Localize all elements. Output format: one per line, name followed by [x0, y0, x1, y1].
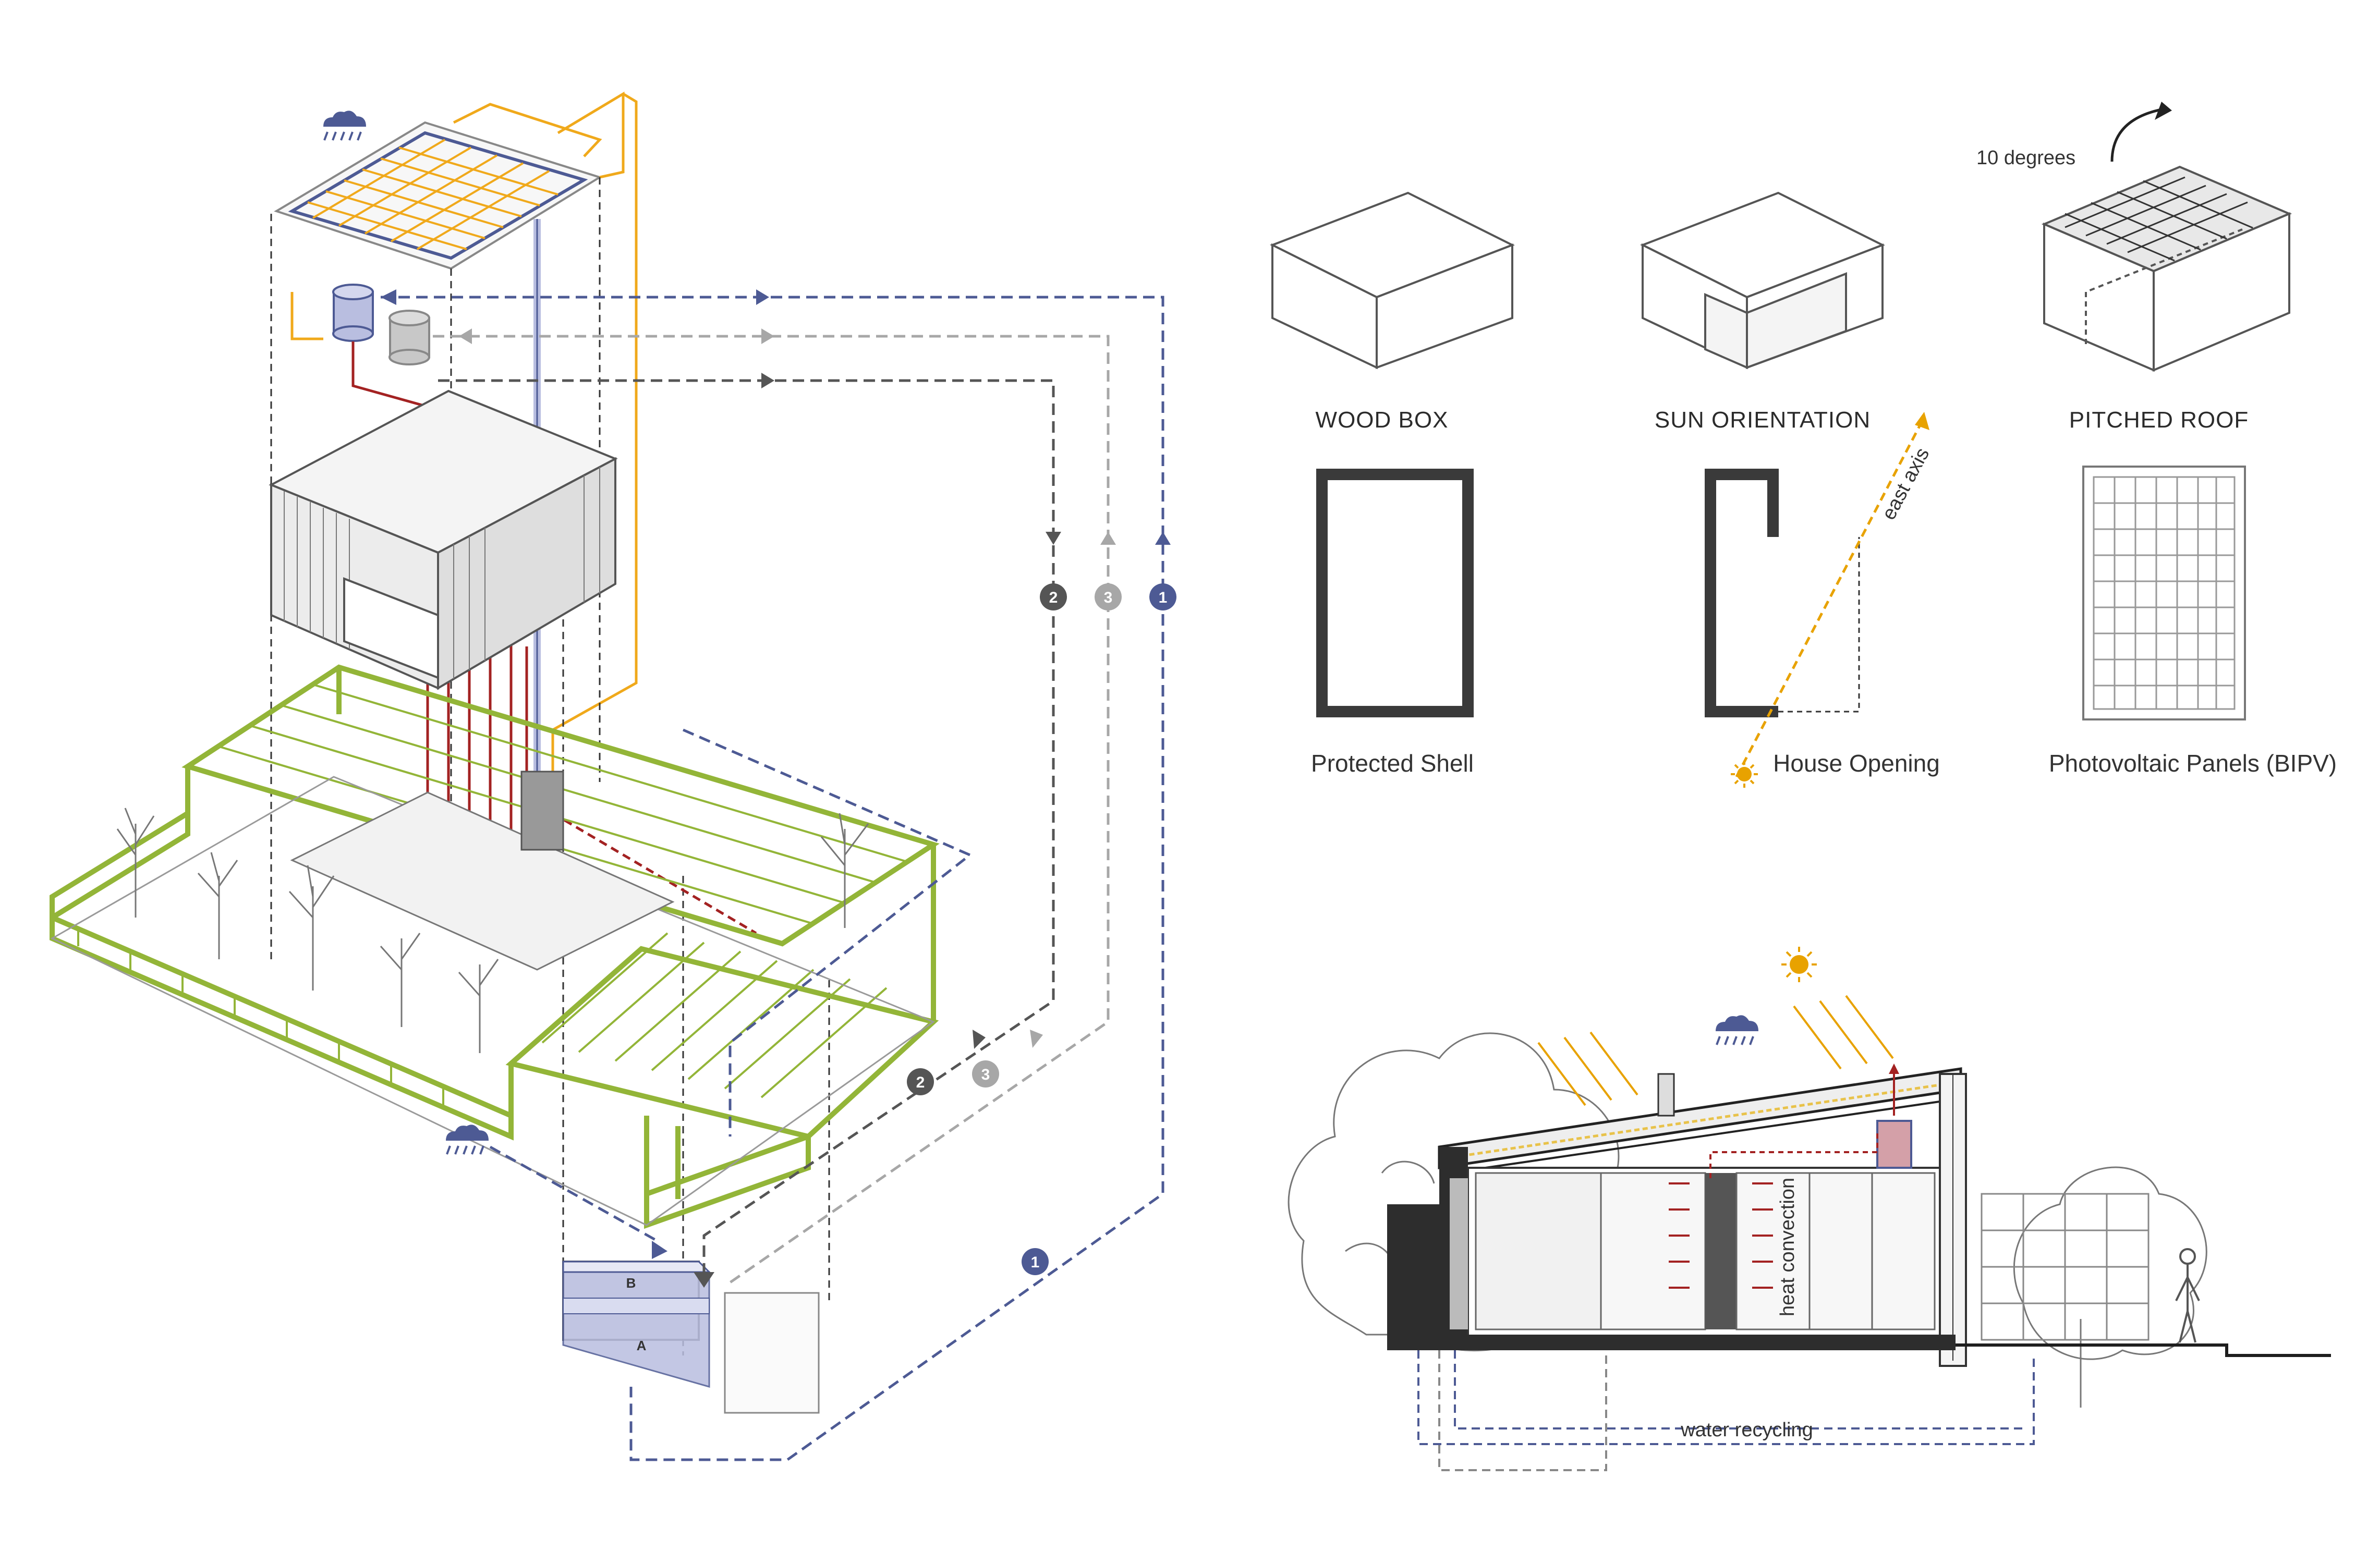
section-ground [1956, 1343, 2331, 1357]
glass-annex [1981, 1193, 2150, 1341]
water-flow-1 [381, 296, 1164, 1461]
badge-1b-circle [1022, 1248, 1049, 1275]
label-photovoltaic: Photovoltaic Panels (BIPV) [2049, 750, 2337, 777]
wood-box-diagram [1270, 191, 1515, 370]
tree-right [2013, 1166, 2207, 1408]
badge-2b-label: 2 [916, 1074, 925, 1091]
badge-2-circle [1040, 583, 1067, 610]
heat-convection-arrows [1669, 1131, 1878, 1289]
exploded-axonometric: B A [50, 91, 1176, 1461]
house-opening-plan: east axis [1705, 412, 1934, 788]
cloud-rain-icon [323, 111, 366, 141]
cloud-rain-icon [446, 1125, 489, 1155]
label-east-axis: east axis [1878, 444, 1934, 523]
pitched-roof-diagram [2041, 165, 2292, 372]
water-flow-2 [438, 379, 1055, 1272]
pitched-roof-grid [2065, 176, 2253, 262]
section-structure [1387, 1147, 1956, 1350]
tank-label-b: B [626, 1275, 636, 1291]
upper-volume [269, 389, 618, 690]
tank-label-a: A [637, 1338, 647, 1353]
label-wood-box: WOOD BOX [1316, 407, 1449, 433]
flow-badges: 2 3 1 2 3 1 [907, 583, 1176, 1275]
sun-rays [1537, 995, 1894, 1106]
badge-2b-circle [907, 1068, 934, 1095]
label-protected-shell: Protected Shell [1311, 750, 1474, 777]
rooftop-tanks [332, 284, 430, 365]
water-recycling-loop [1417, 1350, 2035, 1471]
photovoltaic-panel-plan [2082, 466, 2246, 720]
label-water-recycling: water recycling [1680, 1419, 1813, 1441]
badge-2-label: 2 [1049, 589, 1058, 606]
protected-shell-plan [1316, 469, 1474, 717]
badge-3b-label: 3 [981, 1066, 990, 1083]
curved-arrow-icon [2110, 102, 2172, 162]
sun-icon [1731, 761, 1758, 788]
badge-3-label: 3 [1104, 589, 1113, 606]
badge-1-circle [1149, 583, 1176, 610]
trees [116, 808, 869, 1053]
flow-arrows [381, 289, 1171, 1288]
ground-plane [50, 771, 936, 1226]
label-angle-note: 10 degrees [1976, 147, 2075, 169]
badge-1b-label: 1 [1031, 1254, 1040, 1271]
label-heat-convection: heat convection [1777, 1178, 1799, 1316]
badge-3-circle [1095, 583, 1122, 610]
badge-1-label: 1 [1159, 589, 1168, 606]
badge-3b-circle [972, 1060, 999, 1088]
sun-icon [1781, 947, 1817, 982]
concept-diagrams: WOOD BOX SUN ORIENTATION [1270, 102, 2337, 788]
cistern: B A [562, 1261, 820, 1414]
cloud-rain-icon [1716, 1015, 1758, 1045]
label-sun-orientation: SUN ORIENTATION [1655, 407, 1871, 433]
solar-roof-panel [274, 91, 625, 270]
label-house-opening: House Opening [1773, 750, 1940, 777]
pergola-slats [77, 683, 908, 1105]
section-boiler [1876, 1064, 1912, 1169]
label-pitched-roof: PITCHED ROOF [2069, 407, 2249, 433]
person-silhouette [2175, 1248, 2200, 1343]
building-section: heat convection water recycling [1288, 947, 2331, 1471]
sun-orientation-diagram [1640, 191, 1885, 370]
